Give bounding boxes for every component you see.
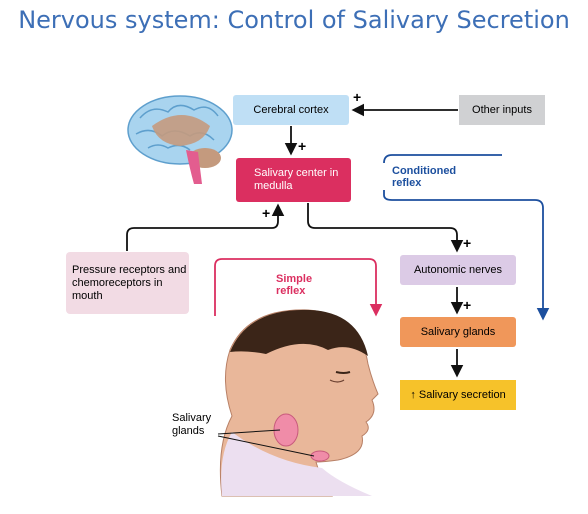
salivary-center-box: Salivary center in medulla xyxy=(236,158,351,202)
callout-line-upper xyxy=(217,429,281,435)
callout-line-lower xyxy=(217,435,315,457)
conditioned-reflex-arrow xyxy=(383,154,543,318)
pressure-receptors-box: Pressure receptors and chemoreceptors in… xyxy=(66,252,189,314)
cerebral-cortex-box: Cerebral cortex xyxy=(233,95,349,125)
salivary-glands-box: Salivary glands xyxy=(400,317,516,347)
autonomic-nerves-box: Autonomic nerves xyxy=(400,255,516,285)
brain-icon xyxy=(127,95,233,184)
plus-sign-pressure: + xyxy=(262,205,271,221)
head-icon xyxy=(219,309,379,497)
salivary-secretion-box: ↑ Salivary secretion xyxy=(400,380,516,410)
other-inputs-box: Other inputs xyxy=(459,95,545,125)
page-title: Nervous system: Control of Salivary Secr… xyxy=(18,6,570,34)
plus-sign-autonomic: + xyxy=(463,235,472,251)
salivary-glands-callout: Salivary glands xyxy=(172,412,212,437)
plus-sign-cortex: + xyxy=(298,138,307,154)
plus-sign-other: + xyxy=(353,89,362,105)
arrow-pressure-to-center xyxy=(126,203,285,251)
simple-reflex-arrow xyxy=(214,258,383,317)
arrow-center-to-autonomic xyxy=(307,203,464,253)
conditioned-reflex-label: Conditioned reflex xyxy=(392,165,457,189)
simple-reflex-label: Simple reflex xyxy=(276,273,313,297)
plus-sign-glands: + xyxy=(463,297,472,313)
